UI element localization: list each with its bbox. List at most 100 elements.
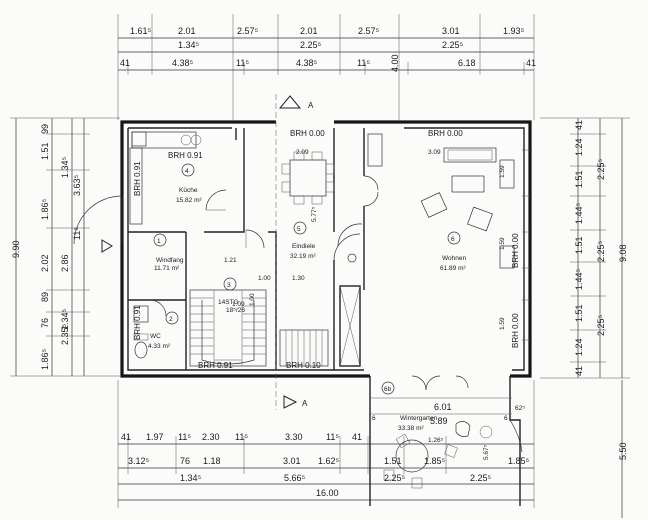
room-windfang-number: 1 bbox=[157, 238, 161, 245]
winter-small-2: 6 bbox=[372, 415, 376, 422]
room-windfang-name: Windfang bbox=[156, 257, 184, 264]
dim-bot2-3: 1.18 bbox=[203, 456, 221, 466]
dim-right-far-2: 2.25⁵ bbox=[596, 240, 606, 262]
doors bbox=[73, 175, 469, 391]
interior-walls bbox=[128, 128, 365, 370]
dim-top-1: 1.61⁵ bbox=[130, 26, 152, 36]
dim-top3-5: 11⁵ bbox=[357, 58, 370, 68]
dim-right-6: 1.44⁵ bbox=[574, 268, 584, 290]
dim-bot2-4: 3.01 bbox=[283, 456, 301, 466]
brh-kitchen-side: BRH 0.91 bbox=[133, 161, 142, 196]
dim-left-9: 1.86⁵ bbox=[40, 348, 50, 370]
dim-top3-6: 4.00 bbox=[390, 54, 400, 72]
stairs-ratio: 18⁵/26 bbox=[226, 307, 245, 314]
room-diele-name: Eindiele bbox=[292, 243, 316, 250]
brh-diele: BRH 0.00 bbox=[290, 129, 325, 138]
dim-209: 2.09 bbox=[296, 149, 309, 156]
room-winter-number: 6b bbox=[384, 386, 392, 393]
dim-bot2-6: 1.51 bbox=[384, 456, 402, 466]
winter-small-3: 6 bbox=[504, 415, 508, 422]
winter-small-4: 1.26⁵ bbox=[428, 437, 444, 444]
brh-kitchen: BRH 0.91 bbox=[168, 151, 203, 160]
dim-159c: 1.59 bbox=[499, 317, 506, 330]
annotations: BRH 0.91 BRH 0.91 BRH 0.00 BRH 0.00 BRH … bbox=[133, 129, 520, 370]
dim-left-inner-4: 11⁵ bbox=[72, 227, 82, 240]
winter-garden: 6.01 5.89 62⁵ 6 6 1.26⁵ 5.67⁵ Wintergart… bbox=[369, 376, 525, 506]
room-stair-number: 3 bbox=[227, 282, 231, 289]
dim-right-9: 41 bbox=[574, 366, 584, 376]
room-wc-area: 4.33 m² bbox=[148, 343, 171, 350]
dim-left-8: 2.35⁵ bbox=[60, 323, 70, 345]
section-mark-bottom: A bbox=[302, 399, 308, 408]
room-diele-number: 5 bbox=[297, 226, 301, 233]
room-kueche-number: 4 bbox=[185, 168, 189, 175]
dim-left-inner-2: 2.86 bbox=[60, 254, 70, 272]
dim-top3-2: 4.38⁵ bbox=[172, 58, 194, 68]
dim-right-8: 1.24 bbox=[574, 338, 584, 356]
section-markers: A A bbox=[101, 94, 314, 410]
dim-130: 1.30 bbox=[292, 275, 305, 282]
dim-left-1: 99 bbox=[40, 124, 50, 134]
dim-bot-7: 11⁵ bbox=[326, 432, 339, 442]
bottom-dimension-chains: 41 1.97 11⁵ 2.30 11⁵ 3.30 11⁵ 41 3.12⁵ 7… bbox=[117, 380, 535, 508]
dim-left-inner-3: 1.34⁵ bbox=[60, 308, 70, 330]
dim-left-5: 2.02 bbox=[40, 254, 50, 272]
dim-bot-6: 3.30 bbox=[285, 432, 303, 442]
dim-top-7: 1.93⁵ bbox=[503, 26, 525, 36]
left-dimension-chains: 9.90 99 1.51 1.34⁵ 1.86⁵ 2.02 89 76 2.35… bbox=[10, 117, 120, 377]
brh-wohnen: BRH 0.00 bbox=[428, 129, 463, 138]
dim-right-4: 1.44⁵ bbox=[574, 202, 584, 224]
dim-bot2-5: 1.62⁵ bbox=[318, 456, 340, 466]
dim-left-inner-1: 3.63⁵ bbox=[72, 174, 82, 196]
dim-top-2: 2.01 bbox=[178, 26, 196, 36]
winter-small-1: 62⁵ bbox=[515, 405, 525, 412]
section-mark-top: A bbox=[308, 101, 314, 110]
room-wohnen-number: 6 bbox=[451, 236, 455, 243]
furniture bbox=[129, 131, 515, 359]
room-wohnen-name: Wohnen bbox=[442, 255, 466, 262]
dim-top-3: 2.57⁵ bbox=[237, 26, 259, 36]
dim-right-far-3: 2.25⁵ bbox=[596, 314, 606, 336]
brh-wohnen-side1: BRH 0.00 bbox=[511, 233, 520, 268]
dim-bot-3: 11⁵ bbox=[178, 432, 191, 442]
dim-100b: 1.00 bbox=[249, 293, 256, 306]
dim-bot-4: 2.30 bbox=[202, 432, 220, 442]
room-wc-number: 2 bbox=[169, 316, 173, 323]
dim-bot2-7: 1.85⁵ bbox=[424, 456, 446, 466]
dim-top3-1: 41 bbox=[120, 58, 130, 68]
right-dimension-chains: 41 1.24 1.51 1.44⁵ 1.51 1.44⁵ 1.51 1.24 … bbox=[540, 117, 630, 518]
dim-top3-8: 41 bbox=[526, 58, 536, 68]
winter-width: 6.01 bbox=[434, 402, 452, 412]
dim-109: 1.09 bbox=[232, 301, 245, 308]
dim-bot-8: 41 bbox=[352, 432, 362, 442]
dim-bottom-total: 16.00 bbox=[316, 488, 339, 498]
dim-top2-2: 2.25⁵ bbox=[300, 40, 322, 50]
dim-bot-1: 41 bbox=[121, 432, 131, 442]
dim-top-6: 3.01 bbox=[442, 26, 460, 36]
staircase: 14STG 18⁵/26 bbox=[189, 289, 267, 367]
dim-left-4: 1.86⁵ bbox=[40, 198, 50, 220]
winter-small-5: 5.67⁵ bbox=[483, 444, 490, 460]
dim-left-7: 76 bbox=[40, 318, 50, 328]
dim-bot2-8: 1.85⁵ bbox=[508, 456, 530, 466]
dim-top3-4: 4.38⁵ bbox=[296, 58, 318, 68]
brh-wc: BRH 0.91 bbox=[133, 305, 142, 340]
dim-bot2-1: 3.12⁵ bbox=[128, 456, 150, 466]
room-wohnen-area: 61.89 m² bbox=[440, 265, 466, 272]
dim-bot3-1: 1.34⁵ bbox=[180, 473, 202, 483]
dim-bot-2: 1.97 bbox=[146, 432, 164, 442]
room-winter-name: Wintergarten bbox=[400, 415, 438, 422]
dim-top2-3: 2.25⁵ bbox=[442, 40, 464, 50]
dim-left-3: 1.34⁵ bbox=[60, 156, 70, 178]
winter-inner: 5.89 bbox=[430, 416, 448, 426]
dim-top2-1: 1.34⁵ bbox=[178, 40, 200, 50]
dim-top-4: 2.01 bbox=[300, 26, 318, 36]
dim-right-1: 41 bbox=[574, 120, 584, 130]
dim-bot2-2: 76 bbox=[180, 456, 190, 466]
brh-stair: BRH 0.91 bbox=[198, 361, 233, 370]
dim-bot3-4: 2.25⁵ bbox=[470, 473, 492, 483]
dim-right-far-1: 2.25⁵ bbox=[596, 158, 606, 180]
dim-309: 3.09 bbox=[428, 149, 441, 156]
